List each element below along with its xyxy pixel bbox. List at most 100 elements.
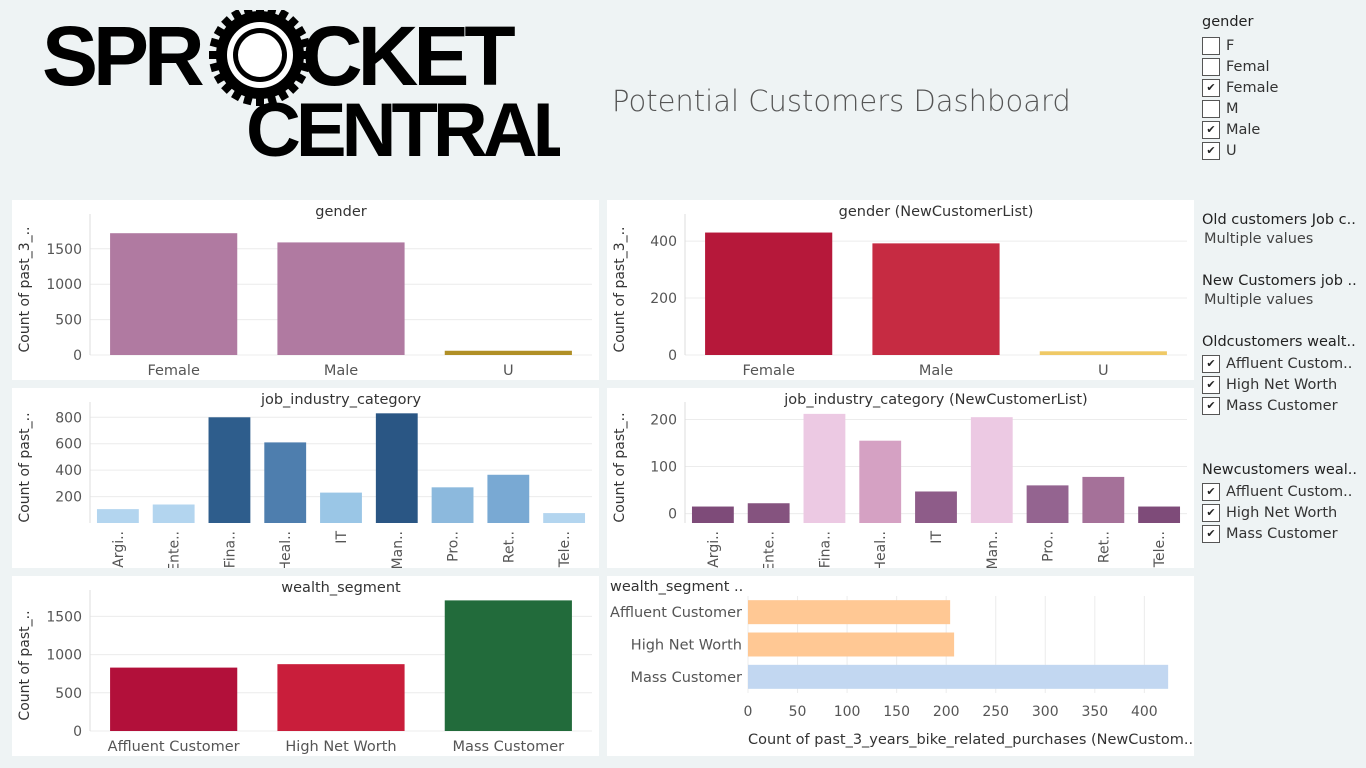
x-tick-label: Ret.. — [1096, 531, 1112, 563]
y-tick-label: 0 — [73, 724, 82, 740]
x-tick-label: Ret.. — [501, 531, 517, 563]
x-tick-label: Fina.. — [222, 531, 238, 568]
old-wealth-filter-option[interactable]: Mass Customer — [1202, 395, 1356, 416]
y-tick-label: 500 — [55, 686, 82, 702]
bar[interactable] — [110, 667, 238, 731]
bar[interactable] — [375, 413, 418, 523]
y-tick-label: 400 — [55, 463, 82, 479]
bar[interactable] — [1026, 485, 1069, 523]
bar[interactable] — [431, 487, 474, 523]
checkbox[interactable] — [1202, 57, 1220, 76]
new-wealth-filter-option[interactable]: Affluent Custom.. — [1202, 481, 1357, 502]
new-job-filter-value[interactable]: Multiple values — [1204, 292, 1314, 308]
bar[interactable] — [747, 503, 790, 523]
bar[interactable] — [264, 442, 307, 523]
x-tick-label: Argi.. — [111, 531, 127, 568]
new-wealth-filter-option[interactable]: High Net Worth — [1202, 502, 1357, 523]
bar[interactable] — [487, 474, 530, 523]
x-tick-label: Tele.. — [557, 531, 573, 568]
old-wealth-filter-option-label: Mass Customer — [1226, 397, 1338, 414]
checkbox[interactable] — [1202, 78, 1220, 97]
logo-text-spr: SPR — [42, 10, 203, 103]
y-tick-label: 500 — [55, 313, 82, 329]
y-tick-label: 1500 — [46, 609, 82, 625]
gender-filter-option[interactable]: F — [1202, 35, 1278, 56]
x-tick-label: Man.. — [985, 531, 1001, 568]
gender-filter-option-label: Female — [1226, 79, 1279, 96]
job-industry-new-customers-chart[interactable]: job_industry_category (NewCustomerList)C… — [607, 388, 1194, 568]
gender-new-customers-chart[interactable]: gender (NewCustomerList)Count of past_3_… — [607, 200, 1194, 380]
gender-filter-option-label: F — [1226, 37, 1235, 54]
checkbox[interactable] — [1202, 375, 1220, 394]
checkbox[interactable] — [1202, 354, 1220, 373]
bar[interactable] — [748, 600, 951, 625]
y-tick-label: 200 — [55, 490, 82, 506]
bar[interactable] — [320, 492, 362, 523]
checkbox[interactable] — [1202, 524, 1220, 543]
y-tick-label: 0 — [668, 348, 677, 364]
x-tick-label: 50 — [789, 704, 807, 720]
bar[interactable] — [277, 664, 405, 731]
checkbox[interactable] — [1202, 141, 1220, 160]
gender-filter-option[interactable]: U — [1202, 140, 1278, 161]
bar[interactable] — [1082, 476, 1125, 523]
chart-title: wealth_segment — [281, 580, 401, 596]
checkbox[interactable] — [1202, 396, 1220, 415]
checkbox[interactable] — [1202, 120, 1220, 139]
x-tick-label: 400 — [1131, 704, 1158, 720]
bar[interactable] — [872, 243, 1000, 355]
x-tick-label: Mass Customer — [453, 739, 565, 755]
x-tick-label: Tele.. — [1152, 531, 1168, 568]
bar[interactable] — [277, 242, 405, 355]
y-tick-label: 400 — [650, 234, 677, 250]
bar[interactable] — [1138, 506, 1181, 523]
bar[interactable] — [691, 506, 734, 523]
bar[interactable] — [705, 232, 833, 355]
x-tick-label: Male — [919, 363, 953, 379]
new-wealth-filter-option[interactable]: Mass Customer — [1202, 523, 1357, 544]
checkbox[interactable] — [1202, 482, 1220, 501]
y-tick-label: High Net Worth — [631, 638, 742, 654]
old-wealth-filter-option[interactable]: Affluent Custom.. — [1202, 353, 1356, 374]
bar[interactable] — [748, 664, 1169, 689]
gender-filter-option[interactable]: M — [1202, 98, 1278, 119]
bar[interactable] — [208, 417, 251, 523]
gender-filter-option[interactable]: Femal — [1202, 56, 1278, 77]
x-tick-label: High Net Worth — [285, 739, 396, 755]
bar[interactable] — [859, 440, 902, 523]
checkbox[interactable] — [1202, 503, 1220, 522]
bar[interactable] — [543, 513, 586, 523]
chart-title: job_industry_category — [260, 392, 421, 408]
bar[interactable] — [444, 600, 572, 731]
bar[interactable] — [110, 233, 238, 355]
old-wealth-filter-option[interactable]: High Net Worth — [1202, 374, 1356, 395]
old-wealth-filter-option-label: Affluent Custom.. — [1226, 355, 1353, 372]
bar[interactable] — [152, 504, 195, 524]
old-job-filter[interactable]: Old customers Job c.. Multiple values — [1202, 212, 1356, 247]
y-tick-label: Mass Customer — [630, 670, 742, 686]
bar[interactable] — [915, 491, 957, 523]
old-wealth-filter-title: Oldcustomers wealt.. — [1202, 334, 1356, 350]
gender-filter-option[interactable]: Male — [1202, 119, 1278, 140]
bar[interactable] — [748, 632, 955, 657]
old-job-filter-title: Old customers Job c.. — [1202, 212, 1356, 228]
old-job-filter-value[interactable]: Multiple values — [1204, 231, 1314, 247]
y-axis-label: Count of past_.. — [612, 412, 628, 522]
bar[interactable] — [1039, 351, 1167, 355]
bar[interactable] — [96, 509, 139, 523]
gender-filter: gender FFemalFemaleMMaleU — [1202, 14, 1278, 161]
checkbox[interactable] — [1202, 99, 1220, 118]
bar[interactable] — [444, 350, 572, 355]
checkbox[interactable] — [1202, 36, 1220, 55]
gender-filter-option[interactable]: Female — [1202, 77, 1278, 98]
x-tick-label: Pro.. — [446, 531, 462, 562]
new-job-filter[interactable]: New Customers job .. Multiple values — [1202, 273, 1357, 308]
bar[interactable] — [803, 413, 846, 523]
x-tick-label: Heal.. — [278, 531, 294, 568]
x-tick-label: U — [1098, 363, 1109, 379]
bar[interactable] — [970, 417, 1013, 523]
